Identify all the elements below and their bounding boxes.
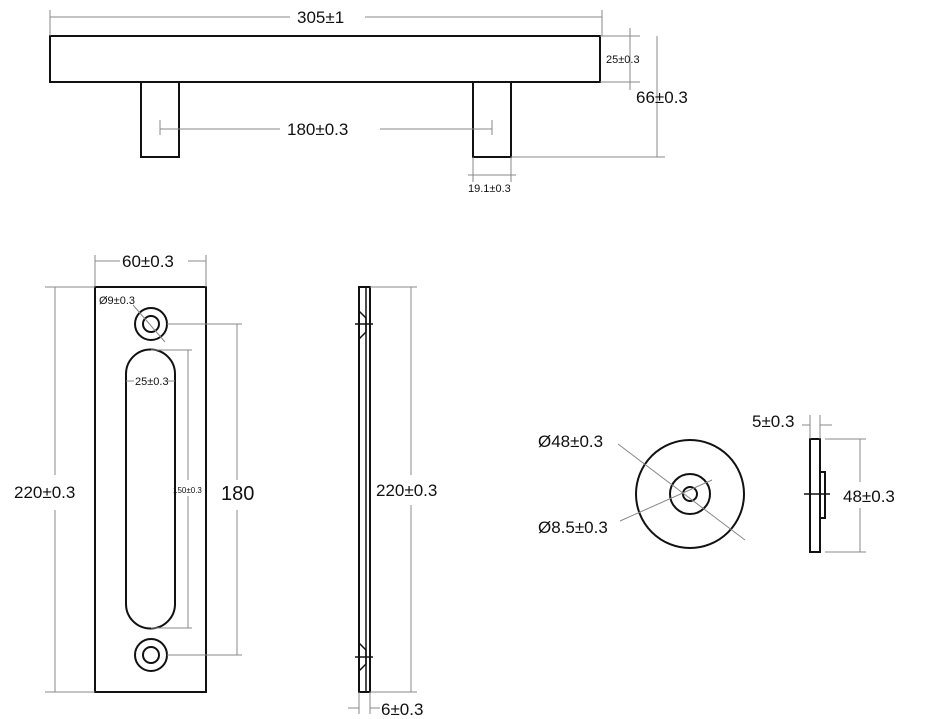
plate-outline: [94, 286, 207, 693]
dim-side-height: 220±0.3: [376, 481, 437, 500]
washer-front-view: Ø48±0.3 Ø8.5±0.3: [538, 432, 746, 549]
dim-washer-height: 48±0.3: [843, 487, 895, 506]
dim-bar-height: 25±0.3: [606, 54, 640, 66]
dim-plate-height: 220±0.3: [14, 483, 75, 502]
dim-total-height: 66±0.3: [636, 88, 688, 107]
dim-slot-length: 150±0.3: [173, 486, 202, 495]
dim-hole-dia: Ø9±0.3: [99, 295, 135, 307]
dim-hole-spacing: 180: [221, 483, 254, 505]
dim-slot-width: 25±0.3: [135, 376, 169, 388]
dim-washer-outer-dia: Ø48±0.3: [538, 432, 603, 451]
dim-leg-width: 19.1±0.3: [468, 183, 511, 195]
handle-bar: [49, 35, 601, 83]
dim-washer-inner-dia: Ø8.5±0.3: [538, 518, 608, 537]
dim-plate-thickness: 6±0.3: [381, 700, 423, 719]
handle-leg-right: [472, 81, 512, 158]
dim-length: 305±1: [297, 8, 344, 27]
handle-leg-left: [140, 81, 180, 158]
dim-plate-width: 60±0.3: [122, 252, 174, 271]
plate-front-view: 60±0.3 Ø9±0.3 25±0.3 220±0.3 150±0.3 180: [14, 252, 254, 693]
handle-top-view: 305±1 25±0.3 66±0.3 180±0.3 19.1±0.3: [49, 8, 688, 195]
dim-washer-thickness: 5±0.3: [752, 412, 794, 431]
washer-side-view: 5±0.3 48±0.3: [752, 412, 895, 553]
plate-side-view: 220±0.3 6±0.3: [348, 286, 437, 719]
plate-slot: [125, 348, 176, 630]
dim-leg-spacing: 180±0.3: [287, 120, 348, 139]
